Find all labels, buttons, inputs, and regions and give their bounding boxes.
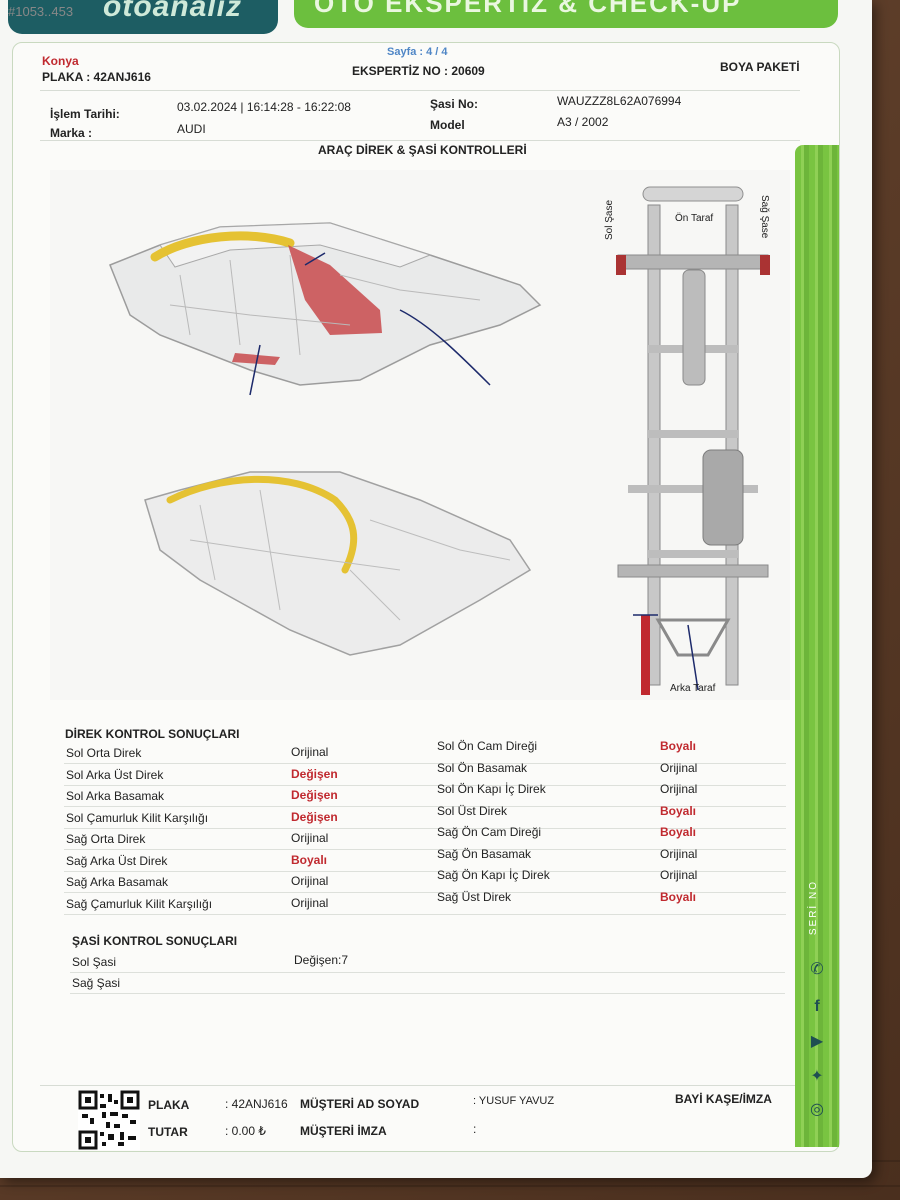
pillar-right-name: Sağ Üst Direk xyxy=(437,890,512,904)
pillar-left-name: Sol Arka Basamak xyxy=(66,789,165,803)
pillar-right-name: Sağ Ön Kapı İç Direk xyxy=(437,868,550,882)
pillar-left-status: Orijinal xyxy=(291,896,329,910)
pillar-left-status: Orijinal xyxy=(291,874,329,888)
brand-side-strip xyxy=(795,145,839,1147)
pillar-left-status: Orijinal xyxy=(291,745,329,759)
expertiz-number: EKSPERTİZ NO : 20609 xyxy=(352,64,485,78)
pillar-results-title: DİREK KONTROL SONUÇLARI xyxy=(65,727,240,741)
chassis-value: WAUZZZ8L62A076994 xyxy=(557,94,682,108)
pillar-right-status: Boyalı xyxy=(660,890,697,904)
date-label: İşlem Tarihi: xyxy=(50,107,120,121)
pillar-right-status: Boyalı xyxy=(660,825,697,839)
pillar-left-name: Sağ Çamurluk Kilit Karşılığı xyxy=(66,897,213,911)
pillar-right-name: Sol Ön Basamak xyxy=(437,761,528,775)
pillar-left-status: Boyalı xyxy=(291,853,328,867)
pillar-right-name: Sol Ön Cam Direği xyxy=(437,739,538,753)
footer-total-label: TUTAR xyxy=(148,1125,188,1139)
pillar-right-status: Orijinal xyxy=(660,868,698,882)
pillar-left-name: Sol Orta Direk xyxy=(66,746,142,760)
brand-label: Marka : xyxy=(50,126,93,140)
frame-left-label: Sol Şase xyxy=(604,199,615,240)
brand-value: AUDI xyxy=(177,122,206,136)
plate-header: PLAKA : 42ANJ616 xyxy=(42,70,151,84)
pillar-right-status: Boyalı xyxy=(660,804,697,818)
pillar-left-name: Sol Arka Üst Direk xyxy=(66,768,164,782)
chassis-row-left-status: Değişen:7 xyxy=(294,953,349,967)
pillar-left-name: Sağ Orta Direk xyxy=(66,832,146,846)
brand-banner-text: OTO EKSPERTİZ & CHECK-UP xyxy=(314,0,742,18)
chassis-results-title: ŞASİ KONTROL SONUÇLARI xyxy=(72,934,238,948)
facebook-icon[interactable]: f xyxy=(814,998,820,1015)
pillar-left-status: Değişen xyxy=(291,788,338,802)
customer-signature-label: MÜŞTERİ İMZA xyxy=(300,1124,387,1138)
footer-plate-value: : 42ANJ616 xyxy=(225,1097,288,1111)
pillar-left-status: Orijinal xyxy=(291,831,329,845)
city: Konya xyxy=(42,54,79,68)
serial-number-label: SERİ NO xyxy=(808,880,819,936)
footer-plate-label: PLAKA xyxy=(148,1098,190,1112)
instagram-icon[interactable]: ◎ xyxy=(810,1101,824,1118)
youtube-icon[interactable]: ▶ xyxy=(810,1033,824,1050)
footer-total-value: : 0.00 ₺ xyxy=(225,1124,266,1138)
pillar-right-status: Orijinal xyxy=(660,782,698,796)
pillar-right-name: Sol Ön Kapı İç Direk xyxy=(437,782,546,796)
pillar-right-status: Boyalı xyxy=(660,739,697,753)
customer-name-label: MÜŞTERİ AD SOYAD xyxy=(300,1097,420,1111)
pillar-left-name: Sağ Arka Basamak xyxy=(66,875,169,889)
report-paper: otoanaliz #1053..453 OTO EKSPERTİZ & CHE… xyxy=(0,0,872,1178)
chassis-row-left-name: Sol Şasi xyxy=(72,955,117,969)
model-label: Model xyxy=(430,118,465,132)
pillar-right-status: Orijinal xyxy=(660,847,698,861)
frame-right-label: Sağ Şase xyxy=(759,195,770,239)
brand-logo-text: otoanaliz xyxy=(103,0,243,23)
twitter-icon[interactable]: ✦ xyxy=(810,1068,824,1085)
pillar-left-status: Değişen xyxy=(291,767,338,781)
date-value: 03.02.2024 | 16:14:28 - 16:22:08 xyxy=(177,100,351,114)
frame-front-label: Ön Taraf xyxy=(675,213,714,224)
page-indicator: Sayfa : 4 / 4 xyxy=(387,46,448,58)
pillar-right-status: Orijinal xyxy=(660,761,698,775)
brand-banner: OTO EKSPERTİZ & CHECK-UP xyxy=(294,0,838,28)
listing-id: #1053..453 xyxy=(8,4,74,19)
model-value: A3 / 2002 xyxy=(557,115,609,129)
qr-code xyxy=(78,1090,140,1150)
pillar-right-name: Sağ Ön Cam Direği xyxy=(437,825,542,839)
pillar-right-name: Sağ Ön Basamak xyxy=(437,847,532,861)
dealer-stamp-label: BAYİ KAŞE/İMZA xyxy=(675,1092,772,1106)
pillar-left-name: Sağ Arka Üst Direk xyxy=(66,854,168,868)
pillar-left-status: Değişen xyxy=(291,810,338,824)
customer-name-value: : YUSUF YAVUZ xyxy=(473,1095,555,1107)
brand-logo: otoanaliz xyxy=(8,0,278,34)
chassis-label: Şasi No: xyxy=(430,97,479,111)
pillar-right-name: Sol Üst Direk xyxy=(437,804,508,818)
car-body-diagram-top xyxy=(109,222,542,396)
chassis-frame-diagram xyxy=(616,186,770,695)
package-name: BOYA PAKETİ xyxy=(720,60,800,74)
whatsapp-icon[interactable]: ✆ xyxy=(810,961,824,978)
section-title: ARAÇ DİREK & ŞASİ KONTROLLERİ xyxy=(318,143,527,157)
customer-signature-value: : xyxy=(473,1122,477,1136)
chassis-row-right-name: Sağ Şasi xyxy=(72,976,121,990)
pillar-left-name: Sol Çamurluk Kilit Karşılığı xyxy=(66,811,209,825)
frame-rear-label: Arka Taraf xyxy=(670,683,716,694)
car-body-diagram-bottom xyxy=(144,471,532,656)
